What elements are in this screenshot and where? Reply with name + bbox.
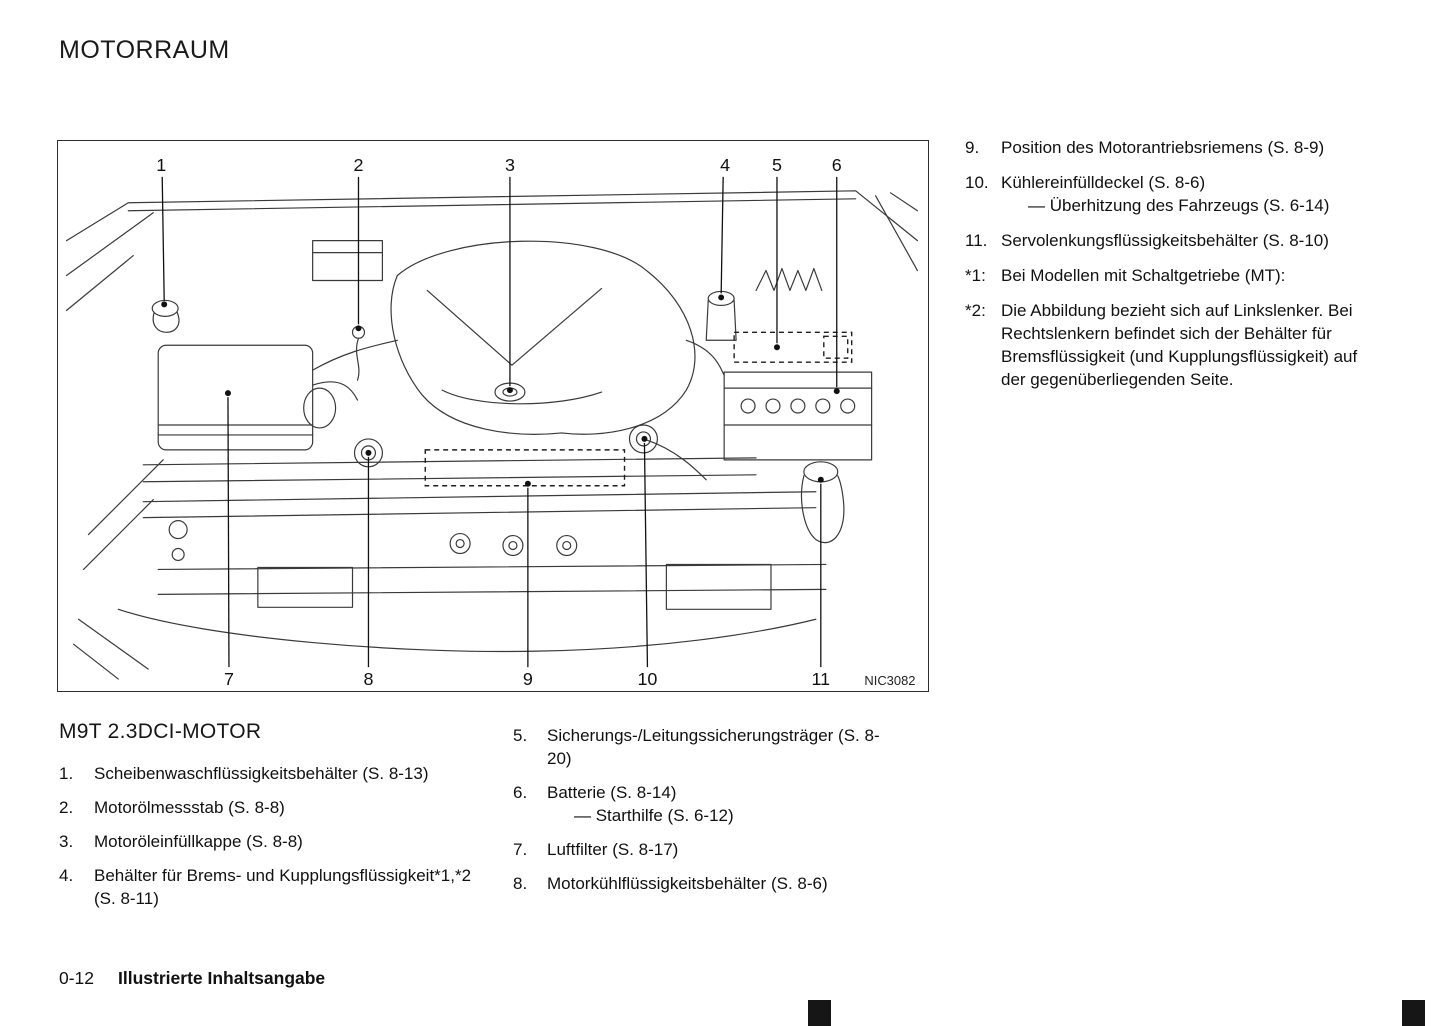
list-item: *2: Die Abbildung bezieht sich auf Links…: [965, 299, 1370, 391]
item-number: 10.: [965, 173, 989, 192]
center-dashed-outline: [424, 449, 626, 487]
list-item: *1: Bei Modellen mit Schaltgetriebe (MT)…: [965, 264, 1370, 287]
item-number: *2:: [965, 301, 986, 320]
page-edge-mark: [1402, 1000, 1425, 1026]
item-number: 6.: [513, 783, 528, 802]
lower-middle-list: 5. Sicherungs-/Leitungssicherungsträger …: [513, 724, 883, 906]
item-text-line: Motoröleinfüllkappe (S. 8-8): [94, 832, 303, 851]
leader-dot: [817, 476, 824, 483]
item-text-line: Kühlereinfülldeckel (S. 8-6): [1001, 173, 1206, 192]
item-text-line: Bei Modellen mit Schaltgetriebe (MT):: [1001, 266, 1286, 285]
callout-number: 2: [354, 155, 364, 175]
item-text: Scheibenwaschflüssigkeitsbehälter (S. 8-…: [94, 762, 479, 785]
engine-compartment-figure: 1 2 3 4 5 6 7: [57, 140, 929, 692]
leader-dot: [718, 294, 725, 301]
item-text: Sicherungs-/Leitungssicherungsträger (S.…: [547, 724, 883, 770]
item-text-line: Scheibenwaschflüssigkeitsbehälter (S. 8-…: [94, 764, 429, 783]
callout-number: 9: [523, 669, 533, 689]
item-text: Motorölmessstab (S. 8-8): [94, 796, 479, 819]
engine-model-heading: M9T 2.3DCI-MOTOR: [59, 720, 262, 743]
item-text: Kühlereinfülldeckel (S. 8-6) — Überhitzu…: [1001, 171, 1370, 217]
leader-dot: [773, 344, 780, 351]
item-text-line: Motorkühlflüssigkeitsbehälter (S. 8-6): [547, 874, 828, 893]
callout-number: 5: [772, 155, 782, 175]
item-text: Die Abbildung bezieht sich auf Linkslenk…: [1001, 299, 1370, 391]
leader-dot: [524, 480, 531, 487]
list-item: 6. Batterie (S. 8-14) — Starthilfe (S. 6…: [513, 781, 883, 827]
item-text-line: Motorölmessstab (S. 8-8): [94, 798, 285, 817]
leader-dot: [641, 435, 648, 442]
item-sub-line: — Überhitzung des Fahrzeugs (S. 6-14): [1028, 196, 1330, 215]
callout-number: 8: [363, 669, 373, 689]
leader-dot: [506, 387, 513, 394]
figure-callouts: 1 2 3 4 5 6 7: [156, 155, 842, 689]
item-text-line: Luftfilter (S. 8-17): [547, 840, 679, 859]
item-text: Servolenkungsflüssigkeitsbehälter (S. 8-…: [1001, 229, 1370, 252]
item-number: 2.: [59, 798, 74, 817]
list-item: 2. Motorölmessstab (S. 8-8): [59, 796, 479, 819]
item-number: 11.: [965, 231, 988, 250]
item-number: 9.: [965, 138, 980, 157]
leader-dot: [355, 325, 362, 332]
item-text-line: Die Abbildung bezieht sich auf Linkslenk…: [1001, 301, 1358, 389]
lower-left-list: 1. Scheibenwaschflüssigkeitsbehälter (S.…: [59, 762, 479, 921]
page-number: 0-12: [59, 968, 95, 988]
list-item: 7. Luftfilter (S. 8-17): [513, 838, 883, 861]
leader-line: [720, 176, 724, 294]
item-number: 7.: [513, 840, 528, 859]
list-item: 11. Servolenkungsflüssigkeitsbehälter (S…: [965, 229, 1370, 252]
leader-line: [227, 397, 230, 668]
figure-code: NIC3082: [864, 673, 915, 688]
right-column-list: 9. Position des Motorantriebsriemens (S.…: [965, 136, 1370, 403]
leader-dot: [161, 301, 168, 308]
item-number: 5.: [513, 726, 528, 745]
list-item: 8. Motorkühlflüssigkeitsbehälter (S. 8-6…: [513, 872, 883, 895]
item-number: 1.: [59, 764, 74, 783]
item-text-line: Behälter für Brems- und Kupplungsflüssig…: [94, 866, 472, 908]
item-text-line: Sicherungs-/Leitungssicherungsträger (S.…: [547, 726, 880, 768]
callout-number: 3: [505, 155, 515, 175]
item-text: Luftfilter (S. 8-17): [547, 838, 883, 861]
page-title: MOTORRAUM: [59, 36, 230, 64]
item-number: 8.: [513, 874, 528, 893]
callout-number: 1: [156, 155, 166, 175]
engine-diagram: 1 2 3 4 5 6 7: [65, 155, 919, 689]
leader-line: [161, 176, 165, 301]
fuse-box-dashed-outline-small: [823, 335, 849, 359]
list-item: 5. Sicherungs-/Leitungssicherungsträger …: [513, 724, 883, 770]
callout-number: 7: [224, 669, 234, 689]
item-text: Motorkühlflüssigkeitsbehälter (S. 8-6): [547, 872, 883, 895]
item-number: *1:: [965, 266, 986, 285]
leader-line: [643, 442, 649, 668]
item-text-line: Position des Motorantriebsriemens (S. 8-…: [1001, 138, 1325, 157]
item-text-line: Servolenkungsflüssigkeitsbehälter (S. 8-…: [1001, 231, 1329, 250]
list-item: 9. Position des Motorantriebsriemens (S.…: [965, 136, 1370, 159]
callout-number: 10: [637, 669, 657, 689]
item-text: Bei Modellen mit Schaltgetriebe (MT):: [1001, 264, 1370, 287]
leader-dot: [224, 390, 231, 397]
item-text-line: Batterie (S. 8-14): [547, 783, 677, 802]
item-number: 3.: [59, 832, 74, 851]
list-item: 3. Motoröleinfüllkappe (S. 8-8): [59, 830, 479, 853]
page-footer: 0-12 Illustrierte Inhaltsangabe: [59, 968, 325, 989]
item-text: Motoröleinfüllkappe (S. 8-8): [94, 830, 479, 853]
callout-number: 4: [720, 155, 730, 175]
item-sub-line: — Starthilfe (S. 6-12): [574, 806, 734, 825]
item-number: 4.: [59, 866, 74, 885]
item-text: Batterie (S. 8-14) — Starthilfe (S. 6-12…: [547, 781, 883, 827]
leader-dot: [833, 388, 840, 395]
page-edge-mark: [808, 1000, 831, 1026]
item-text: Behälter für Brems- und Kupplungsflüssig…: [94, 864, 479, 910]
list-item: 1. Scheibenwaschflüssigkeitsbehälter (S.…: [59, 762, 479, 785]
engine-diagram-art: [65, 190, 919, 680]
fuse-box-dashed-outline: [733, 331, 853, 363]
callout-number: 11: [812, 669, 831, 689]
leader-dot: [365, 449, 372, 456]
footer-section-title: Illustrierte Inhaltsangabe: [118, 968, 326, 988]
item-text: Position des Motorantriebsriemens (S. 8-…: [1001, 136, 1370, 159]
list-item: 10. Kühlereinfülldeckel (S. 8-6) — Überh…: [965, 171, 1370, 217]
callout-number: 6: [832, 155, 842, 175]
list-item: 4. Behälter für Brems- und Kupplungsflüs…: [59, 864, 479, 910]
